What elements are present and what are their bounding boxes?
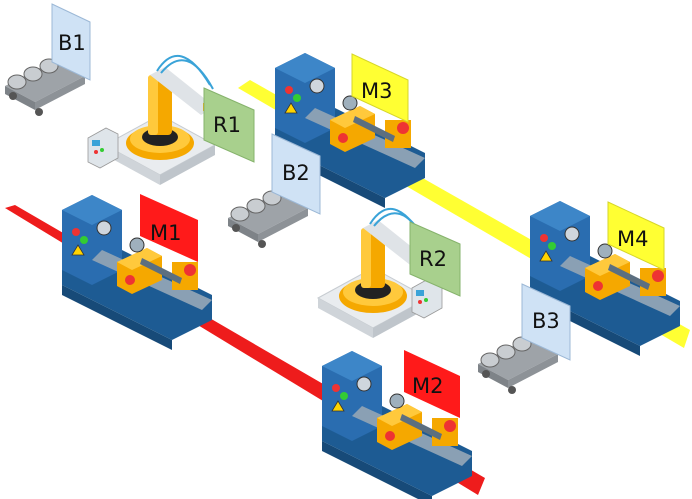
- label-m3: M3: [351, 53, 409, 123]
- label-r2: R2: [409, 221, 461, 297]
- label-b3: B3: [521, 283, 571, 361]
- label-b2: B2: [271, 133, 321, 215]
- label-m2: M2: [404, 350, 460, 418]
- label-m4-text: M4: [617, 227, 648, 251]
- label-m1: M1: [140, 194, 198, 262]
- robot-r1-icon: [104, 54, 218, 186]
- label-b3-text: B3: [532, 309, 560, 333]
- label-m2-text: M2: [412, 374, 443, 398]
- label-m1-text: M1: [150, 221, 181, 245]
- label-b1: B1: [51, 3, 91, 81]
- label-r2-text: R2: [419, 247, 447, 271]
- label-r1-text: R1: [213, 113, 241, 137]
- label-b2-text: B2: [282, 161, 310, 185]
- panel-r1-icon: [87, 127, 119, 169]
- label-m4: M4: [607, 201, 665, 271]
- label-b1-text: B1: [58, 31, 86, 55]
- label-m3-text: M3: [361, 79, 392, 103]
- label-r1: R1: [203, 87, 255, 163]
